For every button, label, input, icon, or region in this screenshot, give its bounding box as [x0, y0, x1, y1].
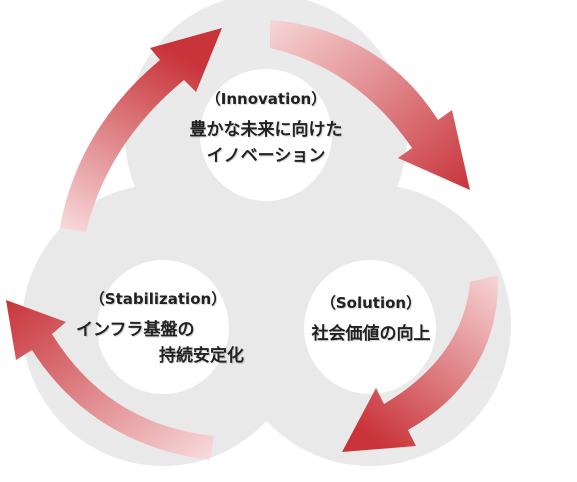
node-solution: （Solution） 社会価値の向上: [286, 292, 456, 347]
solution-title-line1: 社会価値の向上: [311, 324, 431, 344]
solution-subtitle: （Solution）: [320, 294, 422, 312]
stabilization-subtitle: （Stabilization）: [89, 290, 227, 308]
stabilization-title-line2: 持続安定化: [159, 346, 244, 366]
innovation-subtitle: （Innovation）: [205, 90, 327, 108]
inner-discs: [97, 69, 436, 394]
stabilization-title-line1: インフラ基盤の: [76, 320, 195, 340]
node-stabilization: （Stabilization） インフラ基盤の 持続安定化: [68, 288, 248, 369]
innovation-title-line2: イノベーション: [206, 146, 326, 166]
innovation-title-line1: 豊かな未来に向けた: [189, 120, 343, 140]
arrow-bottom-left: [6, 300, 214, 460]
arrow-bottom-right: [342, 275, 499, 452]
node-innovation: （Innovation） 豊かな未来に向けた イノベーション: [166, 88, 366, 169]
arrow-top-left: [60, 28, 222, 232]
arrow-top-right: [270, 20, 470, 190]
